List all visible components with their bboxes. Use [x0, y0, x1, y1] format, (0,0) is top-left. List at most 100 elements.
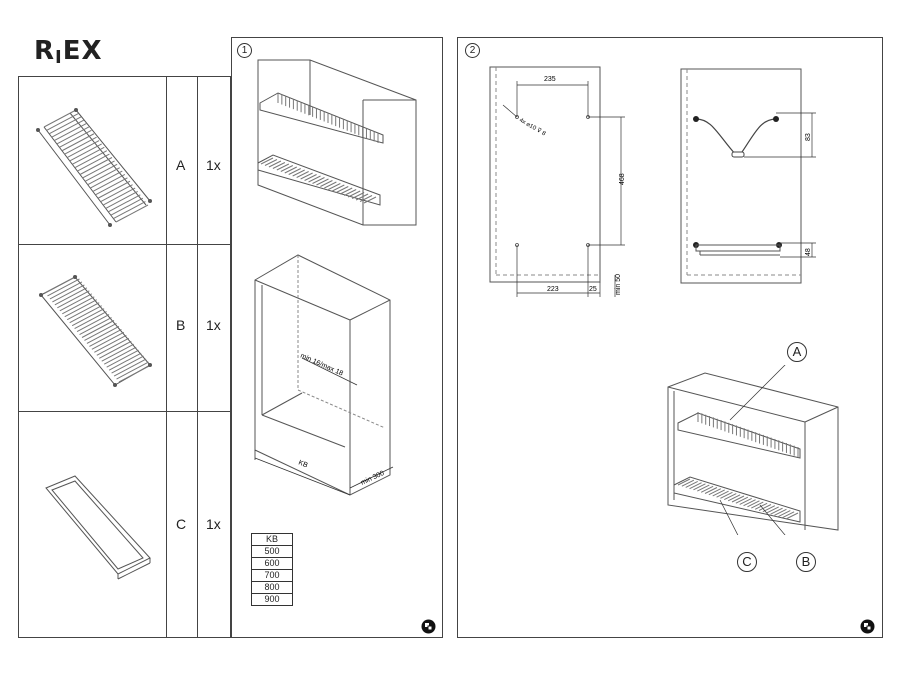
next-page-icon [421, 619, 436, 634]
rack-rib [90, 170, 123, 189]
rack-rib [86, 325, 120, 344]
step1-number: 1 [237, 43, 252, 58]
rack-rib [689, 482, 702, 490]
part-letter-a: A [176, 157, 186, 173]
parts-list-panel [18, 76, 231, 638]
rack-rib [84, 163, 118, 182]
step2-panel [457, 37, 883, 638]
rack-rib [260, 157, 274, 165]
rack-rib [359, 195, 373, 202]
rack-rib [681, 479, 695, 487]
rack-rib [110, 197, 144, 216]
rack-rib [328, 183, 341, 190]
rack-rib [51, 119, 84, 138]
rack-rib [340, 187, 353, 195]
callout-c: C [737, 552, 757, 572]
rack-rib [712, 489, 725, 497]
rack-rib [79, 317, 112, 335]
rack-rib [288, 168, 301, 175]
part-b-plate-rack-illustration [39, 275, 152, 387]
rack-rib [739, 497, 752, 505]
rack-rib [355, 193, 369, 201]
rack-rib [785, 512, 799, 520]
rack-rib [49, 281, 83, 300]
rack-rib [697, 484, 710, 492]
rack-rib [62, 296, 95, 315]
rack-rib [770, 507, 783, 515]
rack-rib [108, 194, 141, 213]
rack-rib [708, 488, 722, 496]
callout-a: A [787, 342, 807, 362]
rack-rib [64, 299, 97, 318]
rack-rib [751, 501, 764, 509]
kb-value: 500 [251, 545, 293, 558]
rack-rib [113, 201, 146, 220]
rack-rib [66, 302, 100, 321]
rack-rib [54, 287, 88, 306]
rack-rib [308, 175, 321, 183]
rack-rib [71, 308, 105, 327]
rack-rib [99, 340, 132, 359]
rack-rib [108, 352, 142, 371]
parts-divider [166, 76, 167, 638]
rack-rib [276, 163, 290, 171]
rack-rib [758, 504, 772, 511]
callout-b: B [796, 552, 816, 572]
part-letter-c: C [176, 516, 187, 532]
rack-rib [61, 133, 95, 152]
rack-rib [336, 186, 349, 193]
riex-logo: RIEX [34, 36, 103, 68]
step2-rack-mounting-plan: 83 48 [680, 68, 816, 284]
rack-rib [116, 361, 149, 380]
rack-rib [52, 284, 85, 303]
rack-rib [74, 311, 107, 330]
step1-width-dimension: KB [297, 459, 309, 469]
rack-rib [766, 506, 779, 514]
rack-rib [704, 487, 718, 494]
rack-rib [304, 174, 317, 181]
step1-empty-cabinet-diagram: min 16/max 18 KB min 300 [254, 254, 394, 496]
rack-rib [111, 355, 144, 374]
rack-rib [103, 346, 137, 365]
kb-width-table: KB 500 600 700 800 900 [251, 533, 293, 606]
rack-rib [113, 358, 147, 377]
rack-rib [363, 196, 377, 204]
rack-rib [72, 146, 105, 165]
step1-panel [231, 37, 443, 638]
rack-rib [64, 136, 97, 155]
step1-side-dimension: min 16/max 18 [299, 352, 344, 377]
rack-rib [105, 190, 138, 209]
part-qty-b: 1x [206, 317, 221, 333]
rack-rib [716, 490, 729, 498]
step2-number: 2 [465, 43, 480, 58]
rack-rib [94, 334, 127, 353]
step2-min-bottom-dimension: min 50 [615, 274, 622, 295]
kb-value: 800 [251, 581, 293, 594]
rack-rib [77, 153, 110, 172]
rack-rib [781, 511, 795, 519]
rack-rib [264, 159, 278, 166]
step2-bottom-right-dimension: 25 [589, 286, 597, 293]
rack-rib [82, 160, 115, 179]
rack-rib [54, 123, 87, 142]
part-qty-c: 1x [206, 516, 221, 532]
rack-rib [59, 293, 93, 312]
rack-rib [97, 180, 131, 199]
rack-rib [700, 485, 714, 493]
rack-rib [92, 174, 126, 192]
rack-rib [332, 184, 345, 192]
step2-top-dimension: 235 [544, 76, 556, 83]
rack-rib [91, 331, 125, 350]
rack-rib [268, 160, 282, 168]
rack-rib [69, 305, 102, 324]
step1-depth-dimension: min 300 [360, 470, 386, 487]
rack-rib [292, 169, 305, 177]
rack-rib [95, 177, 128, 196]
part-a-dish-rack-illustration [36, 108, 152, 227]
rack-rib [48, 116, 82, 135]
rack-rib [84, 323, 117, 341]
rack-rib [296, 171, 309, 178]
step2-bottom-dimension: 223 [547, 286, 559, 293]
rack-rib [69, 143, 102, 162]
rack-rib [47, 278, 80, 297]
